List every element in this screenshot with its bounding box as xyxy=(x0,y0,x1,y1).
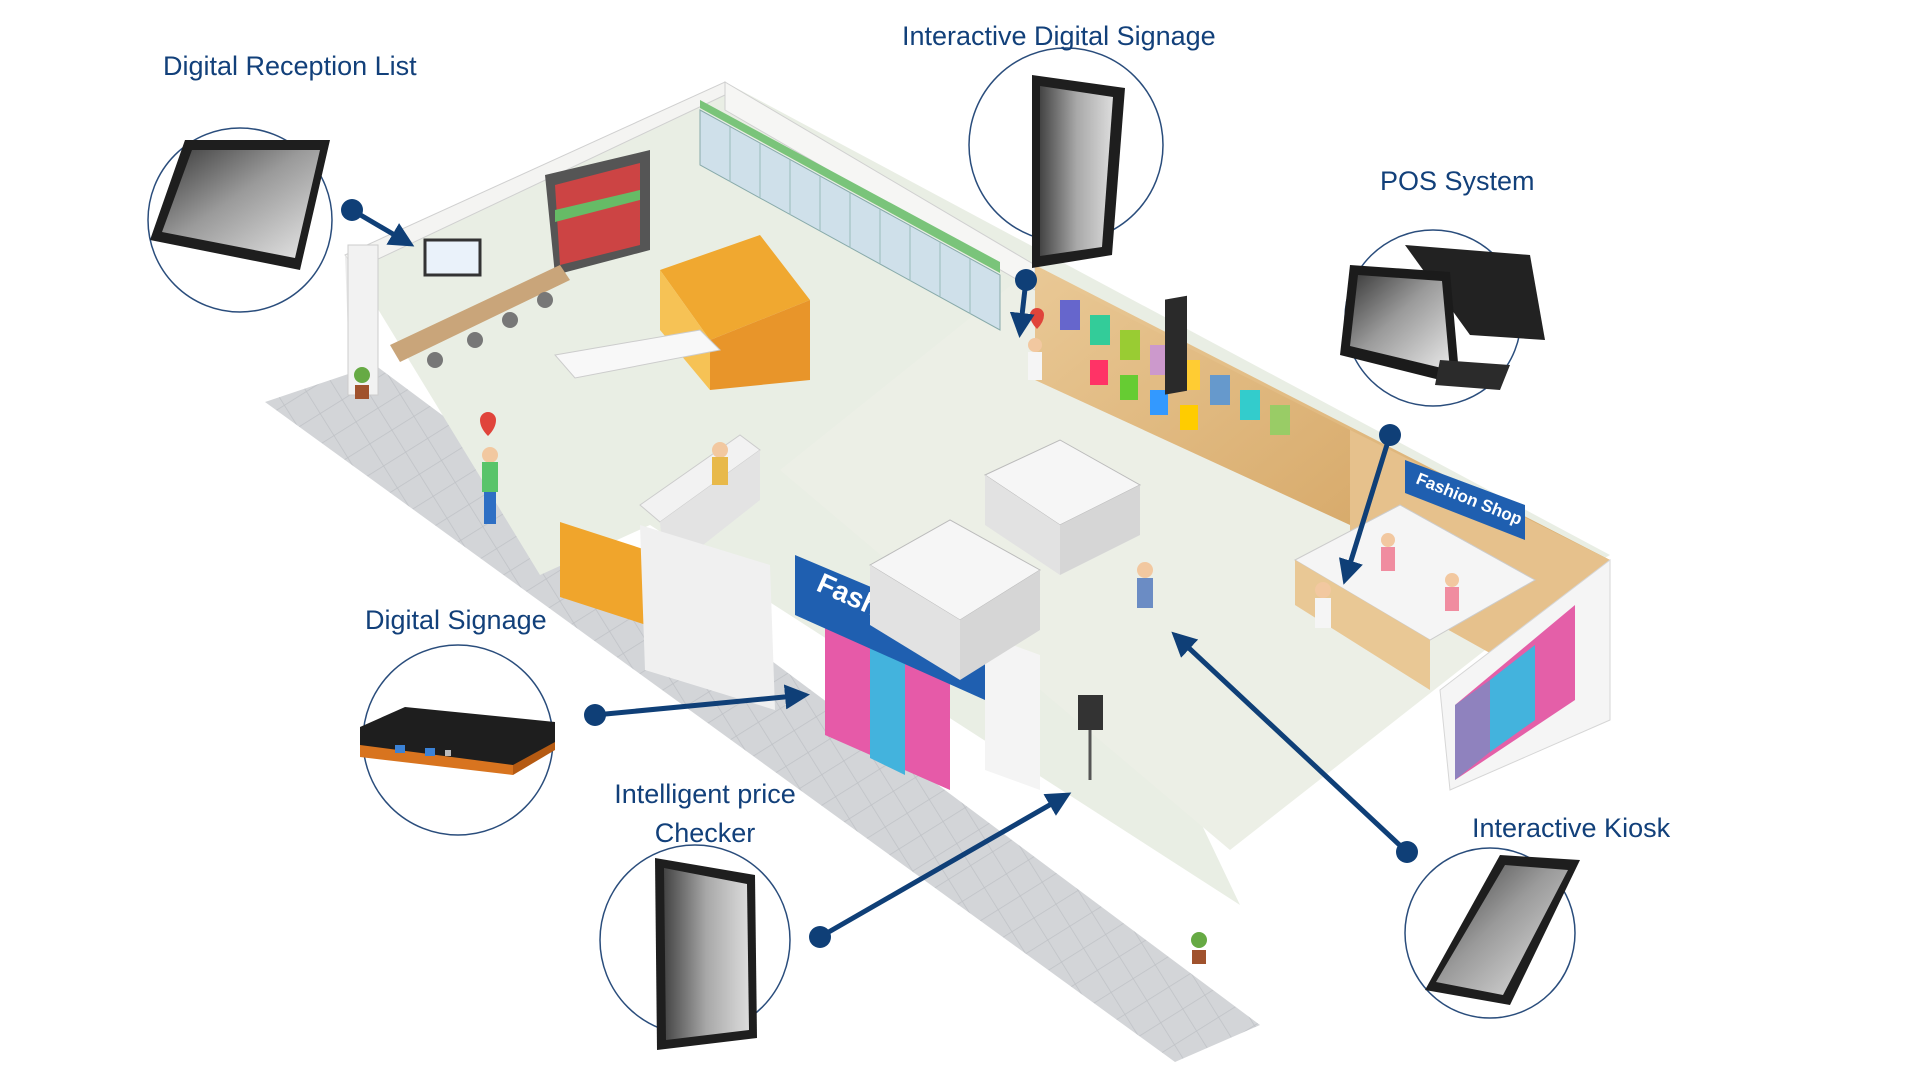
pointer-dots xyxy=(341,199,1418,948)
fashion-wall-body xyxy=(1035,270,1350,525)
price-checker-stand xyxy=(1078,695,1103,730)
intelligent-price-checker-label-line1: Intelligent price xyxy=(614,779,796,809)
sidewalk xyxy=(265,365,1260,1062)
product-gondola xyxy=(660,235,810,340)
digital-reception-list-label: Digital Reception List xyxy=(163,51,417,81)
reception-stools xyxy=(427,292,553,368)
price-checker-device-circle xyxy=(599,844,791,1050)
digital-signage-label: Digital Signage xyxy=(365,605,547,635)
interactive-kiosk-device-circle xyxy=(1404,847,1580,1019)
fashion-shop-back-sign xyxy=(1405,460,1525,540)
pos-system-label: POS System xyxy=(1380,166,1535,196)
interactive-kiosk-label: Interactive Kiosk xyxy=(1472,813,1671,843)
pointer-price-checker xyxy=(818,792,1072,940)
reception-wall-screen xyxy=(423,238,482,277)
pointer-reception-list xyxy=(350,207,415,247)
interactive-digital-signage-label: Interactive Digital Signage xyxy=(902,21,1216,51)
standing-kiosk xyxy=(1165,295,1187,395)
signage-player-device-circle xyxy=(360,644,555,836)
people xyxy=(482,338,1459,628)
pos-device-circle xyxy=(1340,229,1545,407)
interactive-signage-device-circle xyxy=(968,47,1164,268)
shop-floor xyxy=(780,270,1600,850)
entrance-pillar xyxy=(640,525,775,710)
pointers xyxy=(350,207,1409,940)
location-pin xyxy=(480,412,496,436)
wall-clothes xyxy=(1060,300,1290,435)
pointer-digital-signage xyxy=(594,684,810,718)
clothing-display-tables xyxy=(869,439,1142,680)
pointer-pos-system xyxy=(1338,434,1393,585)
potted-plants xyxy=(354,367,1207,964)
intelligent-price-checker-label-line2: Checker xyxy=(654,818,756,848)
reception-counter xyxy=(390,265,570,362)
reception-list-device-circle xyxy=(147,127,333,313)
pointer-interactive-kiosk xyxy=(1171,631,1409,854)
